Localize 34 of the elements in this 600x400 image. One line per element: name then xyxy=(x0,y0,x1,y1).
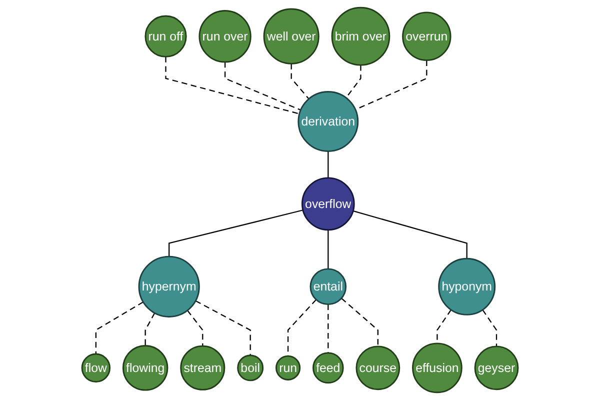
node-circle xyxy=(312,352,344,384)
node-circle xyxy=(81,353,111,382)
connector xyxy=(290,64,310,100)
node-circle xyxy=(310,268,347,306)
connector xyxy=(195,300,251,356)
node-circle xyxy=(474,346,519,390)
node-circle xyxy=(276,355,301,380)
connector xyxy=(352,210,468,259)
node-circle xyxy=(198,10,252,63)
connector xyxy=(328,151,329,178)
node-circle xyxy=(412,342,462,394)
node-circle xyxy=(122,345,168,391)
node-circle xyxy=(144,15,187,58)
connector xyxy=(482,309,498,346)
connector xyxy=(165,56,300,114)
node-circle xyxy=(180,345,226,390)
connector xyxy=(224,62,301,111)
node-circle xyxy=(263,8,320,64)
node-circle xyxy=(402,12,452,61)
connector xyxy=(346,65,362,98)
connector xyxy=(341,298,378,346)
node-circle xyxy=(298,91,359,152)
node-circle xyxy=(438,258,496,316)
connector xyxy=(144,312,156,346)
connector xyxy=(95,302,144,354)
node-circle xyxy=(301,177,355,231)
node-circle xyxy=(138,256,200,318)
connector xyxy=(328,304,329,353)
node-circle xyxy=(356,346,400,390)
connector xyxy=(328,230,329,269)
connector xyxy=(168,210,304,257)
connector xyxy=(187,310,204,346)
node-circle xyxy=(331,6,390,66)
node-circle xyxy=(237,354,264,382)
